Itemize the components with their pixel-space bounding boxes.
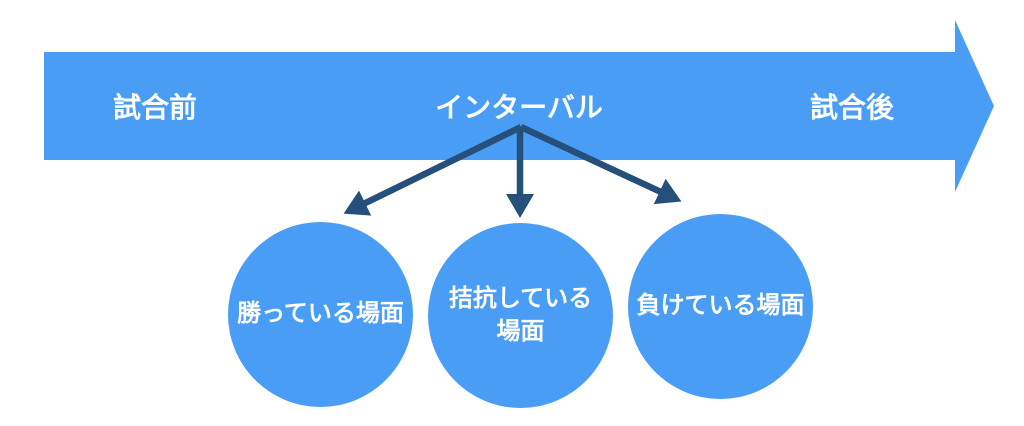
timeline-label-interval: インターバル: [435, 92, 603, 123]
timeline-label-pre-match: 試合前: [112, 92, 198, 123]
circle-losing-scene: 負けている場面: [628, 214, 813, 399]
timeline-label-post-match: 試合後: [809, 92, 895, 123]
circle-even-scene-label: 拮抗している 場面: [448, 285, 593, 345]
circle-winning-scene: 勝っている場面: [228, 222, 413, 407]
timeline-arrowhead-icon: [955, 20, 994, 192]
circle-even-scene: 拮抗している 場面: [428, 223, 613, 408]
circle-winning-scene-label: 勝っている場面: [237, 300, 404, 328]
circle-losing-scene-label: 負けている場面: [636, 292, 805, 320]
